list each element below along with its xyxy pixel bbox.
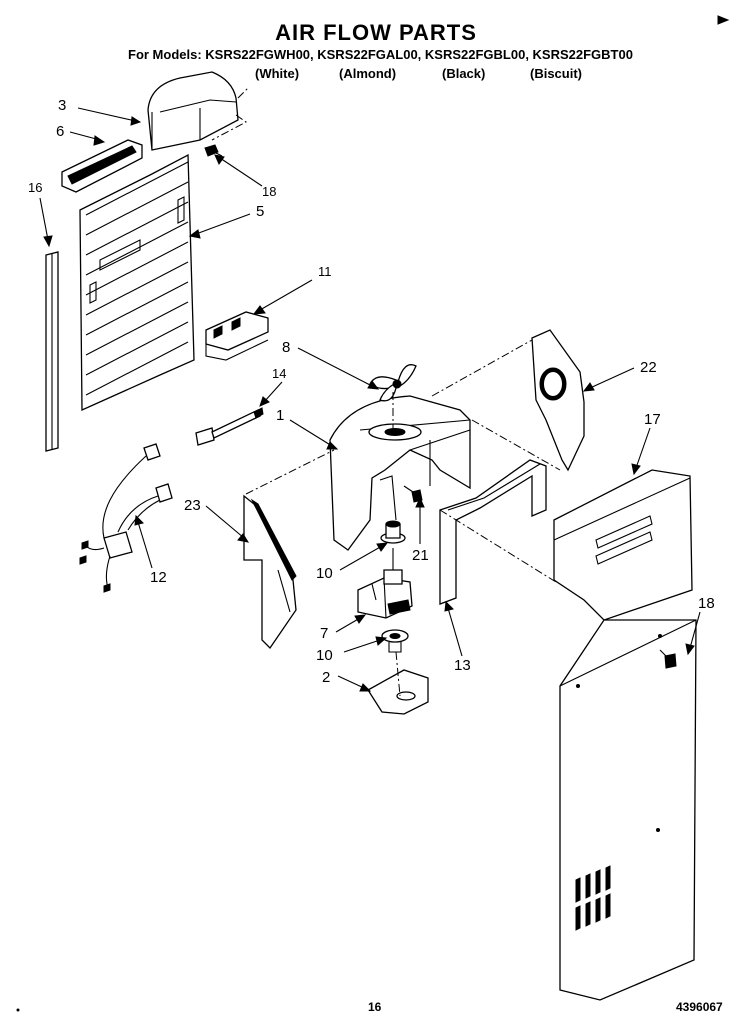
part-18-screw-top — [204, 144, 223, 157]
callout-18-right: 18 — [698, 595, 715, 612]
part-13-air-channel — [439, 459, 547, 605]
part-12-wire-harness — [79, 443, 173, 593]
callout-6: 6 — [56, 123, 64, 140]
assembly-line — [431, 339, 533, 397]
leader-lines — [39, 107, 701, 692]
callout-14: 14 — [272, 366, 286, 381]
callout-1: 1 — [276, 407, 284, 424]
part-23-side-panel — [243, 494, 297, 650]
part-16-gasket-strip — [45, 251, 59, 452]
part-1-fan-shroud — [329, 395, 471, 551]
page-number: 16 — [368, 1000, 382, 1014]
assembly-line — [245, 449, 335, 495]
callout-12: 12 — [150, 569, 167, 586]
callout-18-top: 18 — [262, 184, 276, 199]
part-2-motor-bracket — [367, 651, 429, 715]
part-number: 4396067 — [676, 1000, 723, 1014]
callout-11: 11 — [318, 264, 332, 279]
page-title: AIR FLOW PARTS — [275, 20, 477, 45]
callout-5: 5 — [256, 203, 264, 220]
variant-almond: (Almond) — [339, 66, 397, 81]
assembly-line — [439, 509, 557, 583]
callout-8: 8 — [282, 339, 290, 356]
variant-white: (White) — [255, 66, 300, 81]
callout-10-lower: 10 — [316, 647, 333, 664]
callout-13: 13 — [454, 657, 471, 674]
part-11-connector-block — [205, 311, 269, 361]
variant-biscuit: (Biscuit) — [530, 66, 582, 81]
part-7-fan-motor — [357, 569, 413, 619]
variant-black: (Black) — [442, 66, 486, 81]
corner-mark — [717, 15, 730, 25]
callout-21: 21 — [412, 547, 429, 564]
callout-22: 22 — [640, 359, 657, 376]
callout-3: 3 — [58, 97, 66, 114]
part-17-rear-cover — [553, 469, 697, 1001]
callout-2: 2 — [322, 669, 330, 686]
part-18-screw-right — [659, 649, 677, 669]
callout-16: 16 — [28, 180, 42, 195]
callout-17: 17 — [644, 411, 661, 428]
corner-dot — [16, 1008, 20, 1012]
model-list: For Models: KSRS22FGWH00, KSRS22FGAL00, … — [128, 47, 633, 62]
callout-10-upper: 10 — [316, 565, 333, 582]
part-10-grommet-lower — [381, 629, 409, 653]
callout-7: 7 — [320, 625, 328, 642]
part-3-air-duct — [147, 71, 249, 151]
part-10-grommet-upper — [380, 520, 406, 544]
assembly-line — [471, 419, 561, 471]
part-14-probe — [195, 407, 264, 446]
part-5-evaporator-cover — [79, 153, 195, 411]
part-6-vent-grille — [61, 139, 143, 193]
callout-23: 23 — [184, 497, 201, 514]
part-22-deflector — [531, 329, 585, 472]
